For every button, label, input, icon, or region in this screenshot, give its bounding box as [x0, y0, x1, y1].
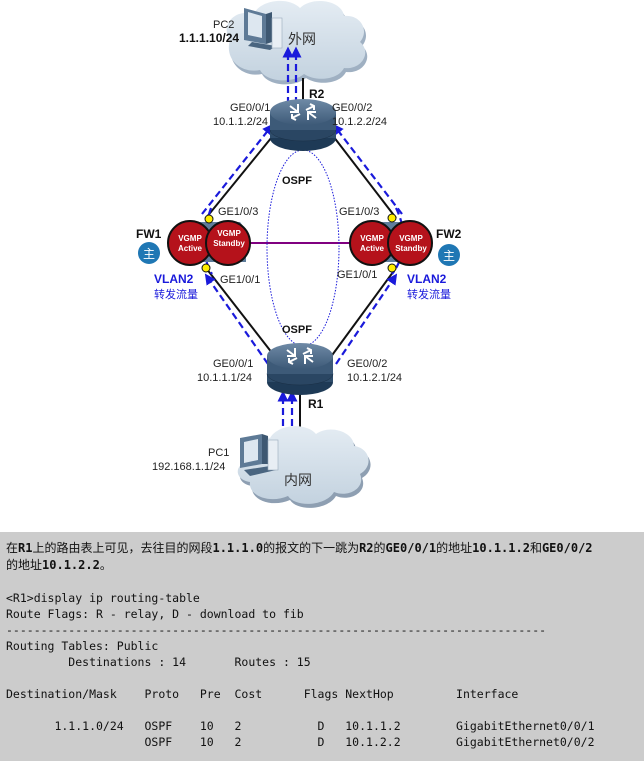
r1-left-port: GE0/0/1 [213, 358, 253, 370]
link-r2-fw1 [205, 131, 277, 219]
pc2-name: PC2 [213, 19, 234, 31]
traffic-flow-paths [201, 46, 405, 448]
note-text: 的报文的下一跳为 [263, 541, 360, 555]
table-row: OSPF 10 2 D 10.1.2.2 GigabitEthernet0/0/… [6, 735, 595, 749]
counts-line: Destinations : 14 Routes : 15 [6, 655, 311, 669]
flow-fw2-to-r2 [332, 123, 403, 215]
fw1-top-port: GE1/0/3 [218, 206, 258, 218]
fw1-name: FW1 [136, 227, 162, 241]
fw2-name: FW2 [436, 227, 462, 241]
note-text: 的地址 [6, 558, 43, 572]
network-topology-diagram: 外网 PC2 1.1.1.10/24 OSPF OSPF [136, 0, 462, 508]
route-flags-line: Route Flags: R - relay, D - download to … [6, 607, 304, 621]
r1-left-ip: 10.1.1.1/24 [197, 372, 252, 384]
fw2-master-badge-text: 主 [443, 249, 455, 263]
fw2-master-badge [438, 244, 460, 266]
fw1-port-ge103-dot [204, 214, 214, 224]
r2-right-port: GE0/0/2 [332, 102, 372, 114]
pc1-name: PC1 [208, 447, 229, 459]
fw1-vgmp-active-line2: Active [178, 244, 203, 253]
r2-left-ip: 10.1.1.2/24 [213, 116, 268, 128]
routing-table-panel: 在R1上的路由表上可见，去往目的网段1.1.1.0的报文的下一跳为R2的GE0/… [0, 532, 644, 761]
r1-router-icon [266, 343, 334, 395]
external-network-label: 外网 [288, 31, 316, 47]
cli-command: <R1>display ip routing-table [6, 591, 200, 605]
internal-network-label: 内网 [284, 472, 312, 488]
flow-fw1-to-r2 [201, 123, 274, 215]
note-text: 。 [99, 558, 112, 572]
fw2-vgmp-standby-circle [387, 220, 433, 266]
fw2-vgmp-active-line1: VGMP [360, 234, 384, 243]
fw1-vgmp-standby-circle [205, 220, 251, 266]
fw1-port-ge101-dot [201, 263, 211, 273]
note-ip: 10.1.2.2 [42, 558, 100, 572]
fw1-master-badge-text: 主 [143, 247, 155, 261]
fw1-vlan-label: VLAN2 [154, 272, 194, 286]
note-router: R1 [18, 541, 33, 555]
r2-name: R2 [309, 87, 325, 101]
ospf-area-ellipse [266, 149, 340, 347]
fw2-vlan-desc: 转发流量 [407, 287, 451, 301]
fw1-vgmp-standby-line1: VGMP [217, 229, 241, 238]
table-row: 1.1.1.0/24 OSPF 10 2 D 10.1.1.2 GigabitE… [6, 719, 595, 733]
separator-line: ----------------------------------------… [6, 623, 547, 637]
link-r2-fw2 [329, 131, 397, 219]
note-text: 在 [6, 541, 19, 555]
fw1-firewall: VGMP Active VGMP Standby [167, 214, 251, 273]
fw2-vgmp-standby-line2: Standby [395, 244, 427, 253]
note-port: GE0/0/2 [541, 541, 593, 555]
fw1-vgmp-active-line1: VGMP [178, 234, 202, 243]
table-header: Destination/Mask Proto Pre Cost Flags Ne… [6, 687, 519, 701]
fw2-port-ge103-dot [387, 213, 397, 223]
routing-tables-line: Routing Tables: Public [6, 639, 159, 653]
fw1-vlan-desc: 转发流量 [154, 287, 198, 301]
flow-r1-to-fw2 [335, 273, 398, 365]
note-network: 1.1.1.0 [212, 541, 264, 555]
note-text: 和 [529, 541, 542, 555]
r2-right-ip: 10.1.2.2/24 [332, 116, 387, 128]
r2-left-port: GE0/0/1 [230, 102, 270, 114]
fw2-top-port: GE1/0/3 [339, 206, 379, 218]
r2-router-icon [269, 99, 337, 151]
r1-right-port: GE0/0/2 [347, 358, 387, 370]
r1-right-ip: 10.1.2.1/24 [347, 372, 402, 384]
explanation-note: 在R1上的路由表上可见，去往目的网段1.1.1.0的报文的下一跳为R2的GE0/… [6, 540, 638, 574]
flow-r1-to-fw1 [204, 273, 269, 365]
fw1-bottom-port: GE1/0/1 [220, 274, 260, 286]
pc2-ip: 1.1.1.10/24 [179, 31, 239, 45]
note-text: 的地址 [436, 541, 473, 555]
fw2-vgmp-standby-line1: VGMP [399, 234, 423, 243]
pc2-computer-icon [244, 8, 283, 50]
ospf-label-top: OSPF [282, 175, 312, 187]
ospf-label-bottom: OSPF [282, 324, 312, 336]
pc1-ip: 192.168.1.1/24 [152, 461, 225, 473]
fw2-port-ge101-dot [387, 263, 397, 273]
fw2-bottom-port: GE1/0/1 [337, 269, 377, 281]
fw2-firewall: VGMP Active VGMP Standby [349, 213, 433, 273]
fw1-master-badge [138, 242, 160, 264]
pc1-computer-icon [240, 434, 279, 476]
link-fw2-r1 [329, 267, 397, 359]
note-router: R2 [359, 541, 374, 555]
fw2-vgmp-active-line2: Active [360, 244, 385, 253]
note-ip: 10.1.1.2 [472, 541, 530, 555]
link-fw1-r1 [205, 267, 277, 359]
note-text: 上的路由表上可见，去往目的网段 [32, 541, 213, 555]
fw2-vlan-label: VLAN2 [407, 272, 447, 286]
r1-name: R1 [308, 397, 324, 411]
note-text: 的 [373, 541, 386, 555]
note-port: GE0/0/1 [385, 541, 437, 555]
fw1-vgmp-standby-line2: Standby [213, 239, 245, 248]
